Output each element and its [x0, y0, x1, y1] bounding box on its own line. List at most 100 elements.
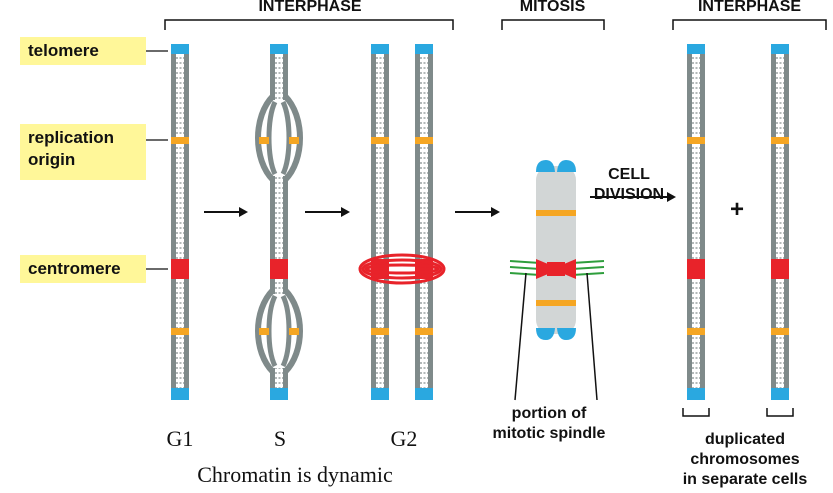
cohesin-ring-3 — [364, 263, 440, 275]
mitotic-chromosome-spindle-right-2 — [571, 266, 605, 270]
daughter-chromosome-1-origin-1 — [687, 137, 705, 144]
s-chromosome-bubble-outer-right — [282, 287, 303, 375]
s-chromosome-bubble-origin-left — [259, 137, 269, 144]
mitotic-chromosome-telomere-bottom-left — [536, 328, 555, 340]
daughter-chromosome-1-origin-2 — [687, 328, 705, 335]
g2-chromatid-1-strand-right — [384, 44, 389, 400]
mitotic-chromosome-centromere-left — [536, 259, 548, 279]
mitotic-chromosome-spindle-left-1 — [509, 260, 541, 264]
duplicated-caption-line2: chromosomes — [690, 451, 800, 468]
mitotic-chromosome-telomere-bottom-right — [557, 328, 576, 340]
g2-chromatid-2-origin-1 — [415, 137, 433, 144]
daughter-chromosome-2-centromere — [771, 259, 789, 279]
bracket-daughter-2 — [766, 408, 794, 417]
arrow-cell-division-head — [667, 192, 676, 202]
spindle-caption-line1: portion of — [511, 405, 587, 422]
duplicated-caption: duplicated chromosomes in separate cells — [660, 430, 830, 490]
g2-chromatid-1-telomere-top — [371, 44, 389, 54]
footer-caption: Chromatin is dynamic — [197, 462, 393, 487]
cohesin-ring-1 — [358, 253, 446, 285]
g1-chromosome-strand-right — [184, 44, 189, 400]
daughter-chromosome-2-origin-2 — [771, 328, 789, 335]
g1-chromosome-origin-1 — [171, 137, 189, 144]
g2-chromatid-2-telomere-top — [415, 44, 433, 54]
s-chromosome-strand-right — [283, 44, 288, 400]
label-replication-origin-line2: origin — [28, 150, 76, 169]
s-chromosome-bubble-inner-right — [280, 294, 292, 368]
daughter-chromosome-2-origin-1 — [771, 137, 789, 144]
bracket-mitosis — [501, 19, 605, 30]
s-chromosome-bubble-origin-right — [289, 137, 299, 144]
g1-chromosome-origin-2 — [171, 328, 189, 335]
mitotic-chromosome-spindle-right-1 — [571, 260, 605, 264]
daughter-chromosome-2-strand-right — [784, 44, 789, 400]
duplicated-caption-line1: duplicated — [704, 431, 785, 448]
s-chromosome-bubble-mask — [269, 294, 289, 368]
g2-chromatid-1-origin-1 — [371, 137, 389, 144]
daughter-chromosome-1-strand-right — [700, 44, 705, 400]
s-chromosome-bubble-origin-right — [289, 328, 299, 335]
s-chromosome-telomere-top — [270, 44, 288, 54]
mitotic-chromosome-body — [536, 166, 576, 334]
mitotic-chromosome-centromere-middle — [547, 262, 565, 276]
mitotic-chromosome-telomere-top-right — [557, 160, 576, 172]
g2-chromatid-2-origin-2 — [415, 328, 433, 335]
spindle-caption-line2: mitotic spindle — [492, 425, 606, 442]
label-replication-origin: replication origin — [20, 124, 146, 180]
bracket-interphase-right — [672, 19, 827, 30]
daughter-chromosome-1-strand-left — [687, 44, 692, 400]
bracket-interphase-left — [164, 19, 454, 30]
daughter-chromosome-1-telomere-bottom — [687, 388, 705, 400]
g2-chromatid-1-origin-2 — [371, 328, 389, 335]
s-chromosome-bubble-inner-right — [280, 100, 292, 176]
label-replication-origin-line1: replication — [28, 128, 114, 147]
header-mitosis: MITOSIS — [519, 0, 586, 15]
daughter-chromosome-1-telomere-top — [687, 44, 705, 54]
duplicated-caption-line3: in separate cells — [682, 471, 808, 488]
daughter-chromosome-2-telomere-top — [771, 44, 789, 54]
mitotic-chromosome-spindle-left-2 — [509, 266, 541, 270]
g2-chromatid-1-strand-left — [371, 44, 376, 400]
mitotic-chromosome-centromere-right — [564, 259, 576, 279]
g1-chromosome-telomere-top — [171, 44, 189, 54]
header-interphase-right: INTERPHASE — [697, 0, 802, 15]
label-telomere: telomere — [20, 37, 146, 65]
s-chromosome-centromere — [270, 259, 288, 279]
header-interphase-left: INTERPHASE — [258, 0, 362, 15]
plus-sign: + — [729, 196, 744, 223]
daughter-chromosome-2-telomere-bottom — [771, 388, 789, 400]
daughter-chromosome-1-centromere — [687, 259, 705, 279]
s-chromosome-bubble-outer-left — [255, 93, 276, 183]
s-chromosome-bubble-mask — [269, 100, 289, 176]
mitotic-chromosome-telomere-top-left — [536, 160, 555, 172]
mitotic-chromosome-pointer-right — [586, 272, 598, 401]
s-chromosome-bubble-outer-right — [282, 93, 303, 183]
spindle-caption: portion of mitotic spindle — [474, 404, 624, 444]
g1-chromosome-strand-left — [171, 44, 176, 400]
g2-chromatid-2-strand-left — [415, 44, 420, 400]
mitotic-chromosome-spindle-left-3 — [509, 272, 541, 276]
arrow-g1-s-head — [239, 207, 248, 217]
cell-division-line1: CELL — [608, 166, 650, 183]
phase-s: S — [273, 426, 287, 451]
mitotic-chromosome-spindle-right-3 — [571, 272, 605, 276]
s-chromosome-bubble-inner-left — [266, 294, 278, 368]
g1-chromosome-telomere-bottom — [171, 388, 189, 400]
mitotic-chromosome-origin-top — [536, 210, 576, 216]
cell-division-line2: DIVISION — [593, 186, 665, 203]
label-centromere: centromere — [20, 255, 146, 283]
daughter-chromosome-2-strand-left — [771, 44, 776, 400]
arrow-g2-m-head — [491, 207, 500, 217]
s-chromosome-bubble-inner-left — [266, 100, 278, 176]
s-chromosome-bubble-outer-left — [255, 287, 276, 375]
s-chromosome-strand-left — [270, 44, 275, 400]
bracket-daughter-1 — [682, 408, 710, 417]
s-chromosome-bubble-origin-left — [259, 328, 269, 335]
s-chromosome-telomere-bottom — [270, 388, 288, 400]
mitotic-chromosome-origin-bottom — [536, 300, 576, 306]
g2-chromatid-1-telomere-bottom — [371, 388, 389, 400]
g2-chromatid-2-telomere-bottom — [415, 388, 433, 400]
g1-chromosome-centromere — [171, 259, 189, 279]
